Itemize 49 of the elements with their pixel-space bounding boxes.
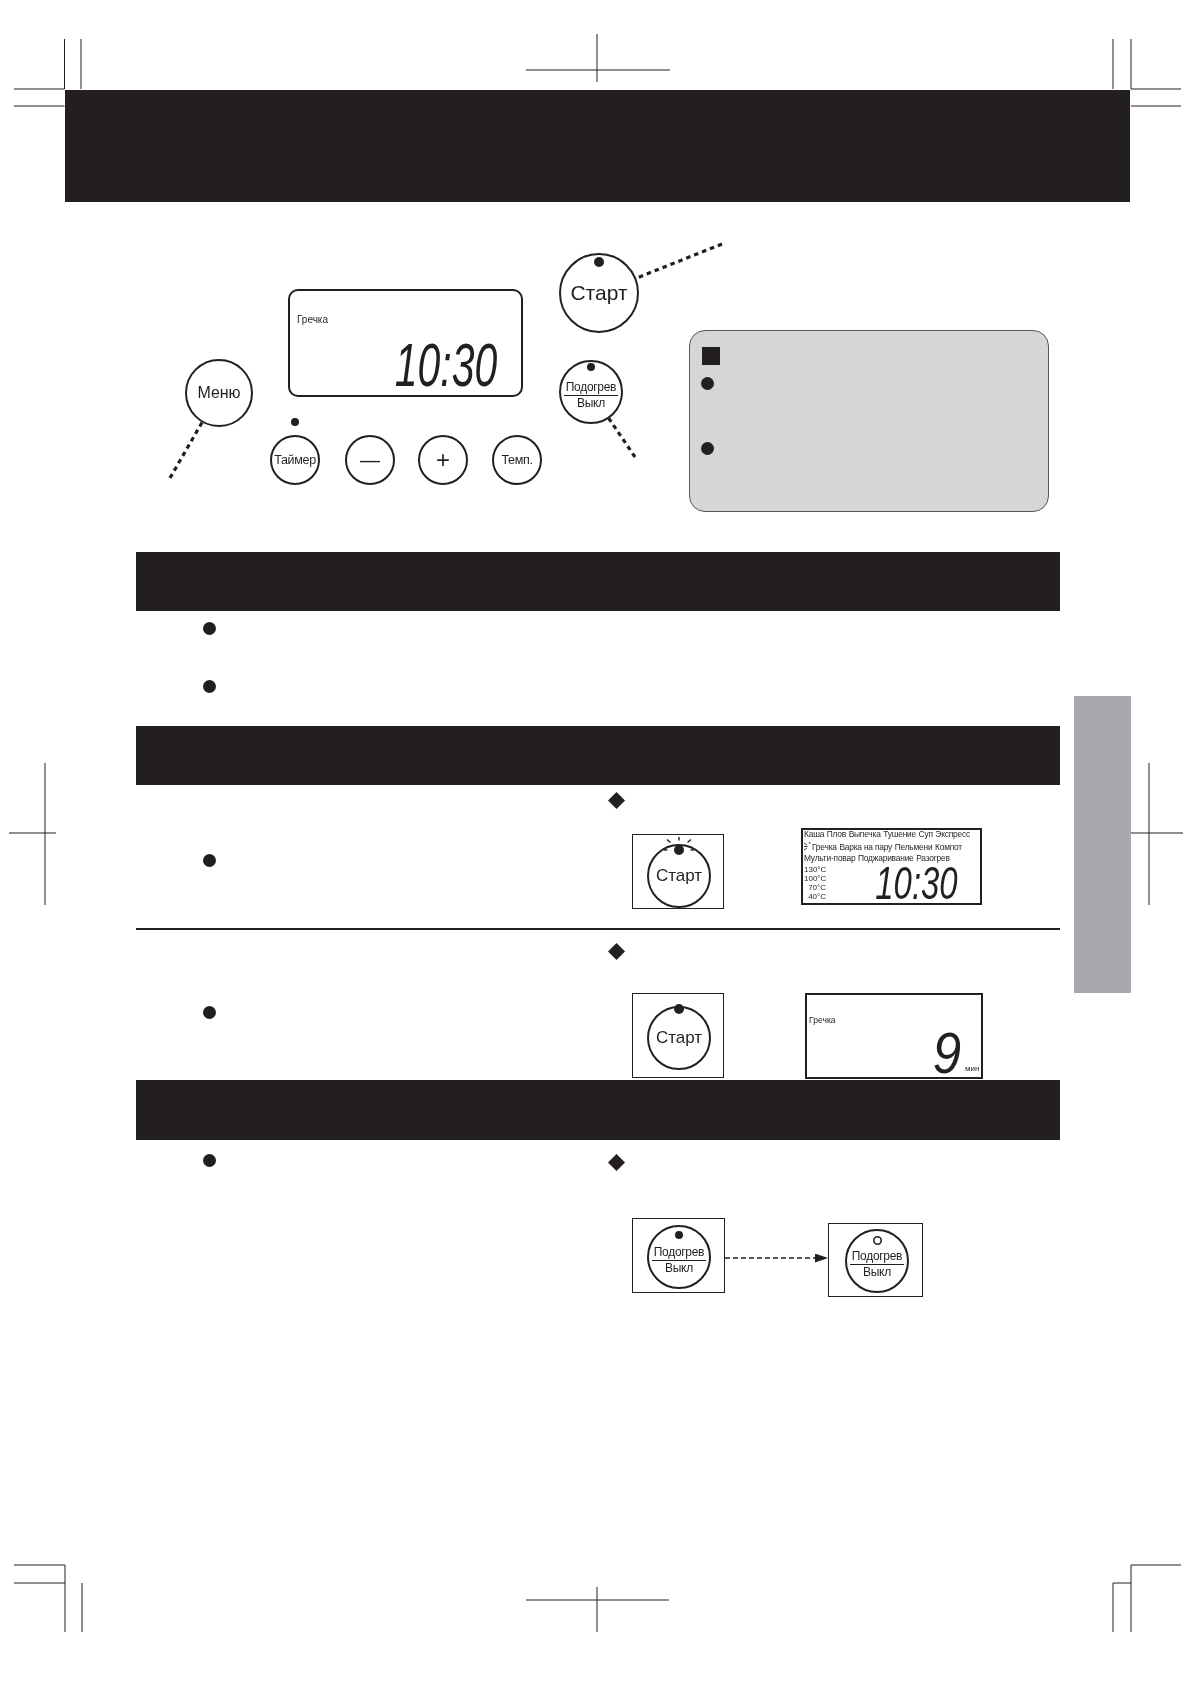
display-text: Компот <box>935 842 962 852</box>
header-bar <box>65 90 1130 202</box>
round-button: Старт <box>647 844 711 908</box>
round-button: Подогрев Выкл <box>647 1225 711 1289</box>
temperature-label: 70°C <box>808 883 826 892</box>
section-bar <box>136 1080 1060 1140</box>
lcd-display <box>801 828 982 905</box>
leader-line <box>607 417 637 458</box>
display-text: Экспресс <box>935 829 970 839</box>
display-text: Варка на пару <box>839 842 893 852</box>
temperature-label: 100°C <box>804 874 827 883</box>
digit-readout: 9 <box>932 1031 961 1075</box>
round-button: Старт <box>559 253 639 333</box>
arrow <box>724 1253 829 1263</box>
round-button: Подогрев Выкл <box>845 1229 909 1293</box>
side-tab <box>1074 696 1131 993</box>
temperature-label: 40°C <box>808 892 826 901</box>
illustration-frame <box>632 1218 725 1293</box>
round-button: Подогрев Выкл <box>559 360 623 424</box>
section-bar <box>136 726 1060 785</box>
display-text: Пельмени <box>894 842 933 852</box>
display-text: Суп <box>918 829 933 839</box>
display-text: Выпечка <box>848 829 881 839</box>
section-bar <box>136 552 1060 611</box>
illustration-frame <box>632 834 724 909</box>
digit-readout: 10:30 <box>875 865 958 901</box>
illustration-frame <box>828 1223 923 1297</box>
display-text: Гречка <box>809 1015 836 1025</box>
leader-line <box>168 421 204 479</box>
digit-readout: 10:30 <box>394 342 497 389</box>
round-button: Старт <box>647 1006 711 1070</box>
round-button: Таймер <box>270 435 320 485</box>
illustration-frame <box>632 993 724 1078</box>
display-text: Каша <box>804 829 825 839</box>
round-button: Меню <box>185 359 253 427</box>
display-text: Гречка <box>812 842 837 852</box>
display-text: Разогрев <box>916 853 950 863</box>
display-text: Поджаривание <box>858 853 914 863</box>
display-text: Тушение <box>883 829 916 839</box>
round-button: — <box>345 435 395 485</box>
display-text: Плов <box>826 829 847 839</box>
display-text: Гречка <box>297 314 328 325</box>
display-text: Мульти-повар <box>804 853 856 863</box>
lcd-display <box>805 993 983 1079</box>
lcd-display <box>288 289 523 397</box>
round-button: Темп. <box>492 435 542 485</box>
round-button: + <box>418 435 468 485</box>
unit-label: мин <box>965 1064 980 1073</box>
temperature-label: 130°C <box>804 865 827 874</box>
